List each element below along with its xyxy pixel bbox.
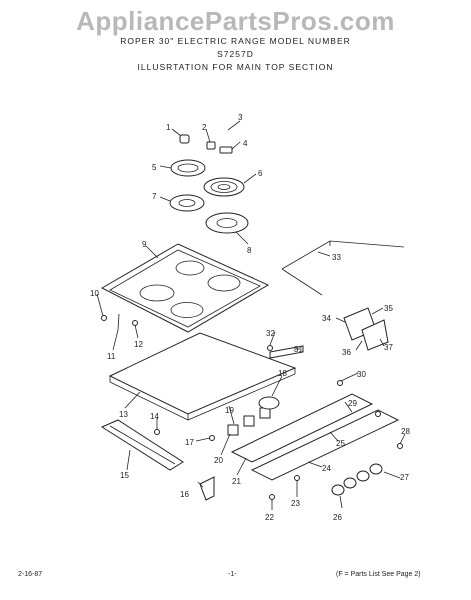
part-bracket[interactable] <box>206 141 216 150</box>
callout-21: 21 <box>232 477 241 486</box>
callout-25: 25 <box>336 439 345 448</box>
callout-14: 14 <box>150 412 159 421</box>
part-wire-harness[interactable] <box>281 240 405 296</box>
part-drip-bowl-large[interactable] <box>205 212 249 234</box>
control-panel <box>227 393 400 481</box>
callout-16: 16 <box>180 490 189 499</box>
callout-15: 15 <box>120 471 129 480</box>
callout-4: 4 <box>243 139 248 148</box>
callout-3: 3 <box>238 113 243 122</box>
part-timer-bracket[interactable] <box>361 319 389 351</box>
footer-note: (F = Parts List See Page 2) <box>336 571 421 578</box>
part-receptacle[interactable] <box>179 134 190 144</box>
callout-34: 34 <box>322 314 331 323</box>
part-element-small-rear[interactable] <box>170 159 206 177</box>
part-knob-3[interactable] <box>356 470 370 482</box>
footer-date: 2-16-87 <box>18 571 43 578</box>
callout-26: 26 <box>333 513 342 522</box>
watermark: AppliancePartsPros.com <box>76 6 395 36</box>
callout-36: 36 <box>342 348 351 357</box>
callout-12: 12 <box>134 340 143 349</box>
callout-28: 28 <box>401 427 410 436</box>
part-knob-4[interactable] <box>369 463 383 475</box>
part-switch-c[interactable] <box>259 407 271 419</box>
callout-2: 2 <box>202 123 207 132</box>
callout-11: 11 <box>107 352 116 361</box>
part-main-top[interactable] <box>100 243 270 333</box>
callout-20: 20 <box>214 456 223 465</box>
callout-7: 7 <box>152 192 157 201</box>
callout-30: 30 <box>357 370 366 379</box>
callout-37: 37 <box>384 343 393 352</box>
surface-elements <box>169 134 249 234</box>
callout-13: 13 <box>119 410 128 419</box>
part-switch-b[interactable] <box>243 415 255 427</box>
part-drip-bowl-small[interactable] <box>169 194 205 212</box>
callout-labels: 1 2 3 4 5 6 7 8 9 10 11 12 13 14 15 16 1… <box>90 113 410 522</box>
callout-1: 1 <box>166 123 171 132</box>
header-title: ROPER 30" ELECTRIC RANGE MODEL NUMBER <box>120 36 351 46</box>
part-infinite-switch[interactable] <box>258 396 280 410</box>
callout-35: 35 <box>384 304 393 313</box>
part-terminal-block[interactable] <box>219 146 233 154</box>
callout-9: 9 <box>142 240 147 249</box>
part-panel-trim[interactable] <box>250 409 400 481</box>
cooktop <box>100 243 270 333</box>
callout-27: 27 <box>400 473 409 482</box>
part-end-cap[interactable] <box>199 476 215 501</box>
callout-23: 23 <box>291 499 300 508</box>
timer-assembly <box>343 307 389 351</box>
leader-lines <box>96 120 406 510</box>
callout-6: 6 <box>258 169 263 178</box>
callout-8: 8 <box>247 246 252 255</box>
model-number: S7257D <box>217 49 254 59</box>
fasteners <box>101 313 403 500</box>
part-knob-1[interactable] <box>331 484 345 496</box>
callout-17: 17 <box>185 438 194 447</box>
part-knob-2[interactable] <box>343 477 357 489</box>
control-knobs <box>331 463 383 496</box>
footer-page: -1- <box>228 571 237 578</box>
callout-29: 29 <box>348 399 357 408</box>
callout-22: 22 <box>265 513 274 522</box>
callout-24: 24 <box>322 464 331 473</box>
callout-19: 19 <box>225 406 234 415</box>
callout-33: 33 <box>332 253 341 262</box>
callout-18: 18 <box>278 369 287 378</box>
callout-31: 31 <box>294 345 303 354</box>
part-element-large-rear[interactable] <box>203 177 245 197</box>
callout-10: 10 <box>90 289 99 298</box>
section-title: ILLUSRTATION FOR MAIN TOP SECTION <box>137 62 334 72</box>
callout-32: 32 <box>266 329 275 338</box>
part-switch-a[interactable] <box>227 424 239 436</box>
callout-5: 5 <box>152 163 157 172</box>
